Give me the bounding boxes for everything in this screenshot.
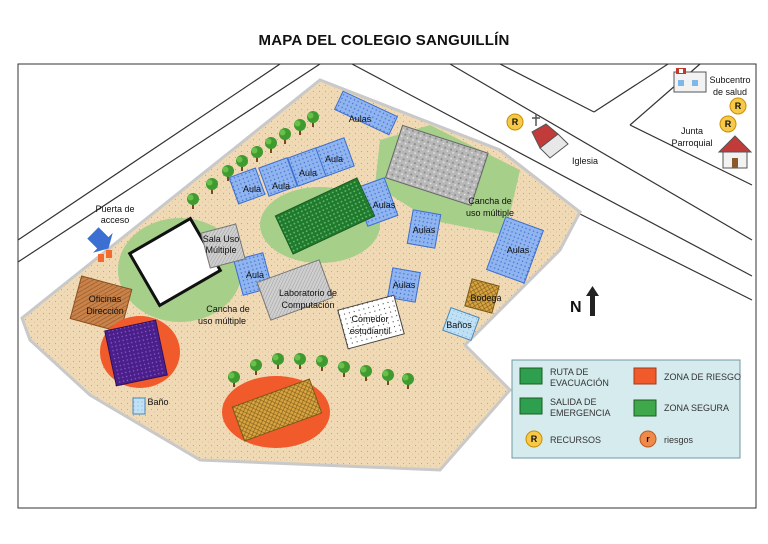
cancha-right-label-2: uso múltiple (466, 208, 514, 218)
risk-zones (100, 316, 330, 448)
legend-swatch (633, 399, 657, 417)
oficinas-label-1: Oficinas (89, 294, 122, 304)
laboratorio-label-1: Laboratorio de (279, 288, 337, 298)
roads (17, 63, 753, 301)
aula-label: Aula (325, 154, 343, 164)
bodega-label: Bodega (470, 293, 501, 303)
legend-label: riesgos (664, 435, 694, 445)
subcentro-label-2: de salud (713, 87, 747, 97)
legend-label: SALIDA DE (550, 397, 597, 407)
legend-risk-icon (639, 430, 657, 448)
legend-risk-letter: r (646, 434, 650, 444)
entrance-label-2: acceso (101, 215, 130, 225)
aulas-mid2-label: Aulas (413, 225, 436, 235)
buildings (69, 90, 545, 415)
aulas-mid-label: Aulas (373, 200, 396, 210)
sala-uso-label-1: Sala Uso (203, 234, 240, 244)
aulas-lower-label: Aulas (393, 280, 416, 290)
aula-label: Aula (299, 168, 317, 178)
comedor-label-1: Comedor (351, 314, 388, 324)
aulas-right-label: Aulas (507, 245, 530, 255)
legend-resource-icon (525, 430, 543, 448)
legend-swatch (633, 367, 657, 385)
legend-resource-letter: R (531, 434, 538, 444)
bano-label: Baño (147, 397, 168, 407)
resource-letter: R (725, 119, 732, 129)
aula-label: Aula (272, 181, 290, 191)
legend-label: ZONA DE RIESGO (664, 372, 741, 382)
legend-swatch (519, 397, 543, 415)
junta-label-2: Parroquial (671, 138, 712, 148)
entrance-label-1: Puerta de (95, 204, 134, 214)
junta-label-1: Junta (681, 126, 703, 136)
legend (511, 359, 741, 459)
north-label: N (570, 299, 582, 316)
health-center-icon (673, 68, 707, 93)
aula-label: Aula (243, 184, 261, 194)
cancha-left-label-1: Cancha de (206, 304, 250, 314)
door-arrow-icon (87, 227, 113, 262)
aulas-top-label: Aulas (349, 114, 372, 124)
legend-swatch (519, 367, 543, 385)
church-icon (531, 114, 569, 159)
sala-uso-label-2: Múltiple (205, 245, 236, 255)
legend-label: EMERGENCIA (550, 408, 611, 418)
iglesia-label: Iglesia (572, 156, 598, 166)
cancha-left-label-2: uso múltiple (198, 316, 246, 326)
resource-letter: R (735, 101, 742, 111)
legend-label: EVACUACIÓN (550, 378, 609, 388)
map-title: MAPA DEL COLEGIO SANGUILLÍN (258, 32, 510, 49)
legend-label: RUTA DE (550, 367, 588, 377)
banos-label: Baños (446, 320, 472, 330)
aula-left-label: Aula (246, 270, 264, 280)
comedor-label-2: estudiantil (350, 326, 391, 336)
resource-markers (506, 97, 747, 133)
legend-label: ZONA SEGURA (664, 403, 729, 413)
resource-letter: R (512, 117, 519, 127)
legend-label: RECURSOS (550, 435, 601, 445)
north-arrow-icon (586, 286, 599, 316)
house-icon (717, 135, 753, 169)
laboratorio-label-2: Computación (281, 300, 334, 310)
cancha-right-label-1: Cancha de (468, 196, 512, 206)
oficinas-label-2: Dirección (86, 306, 124, 316)
subcentro-label-1: Subcentro (709, 75, 750, 85)
